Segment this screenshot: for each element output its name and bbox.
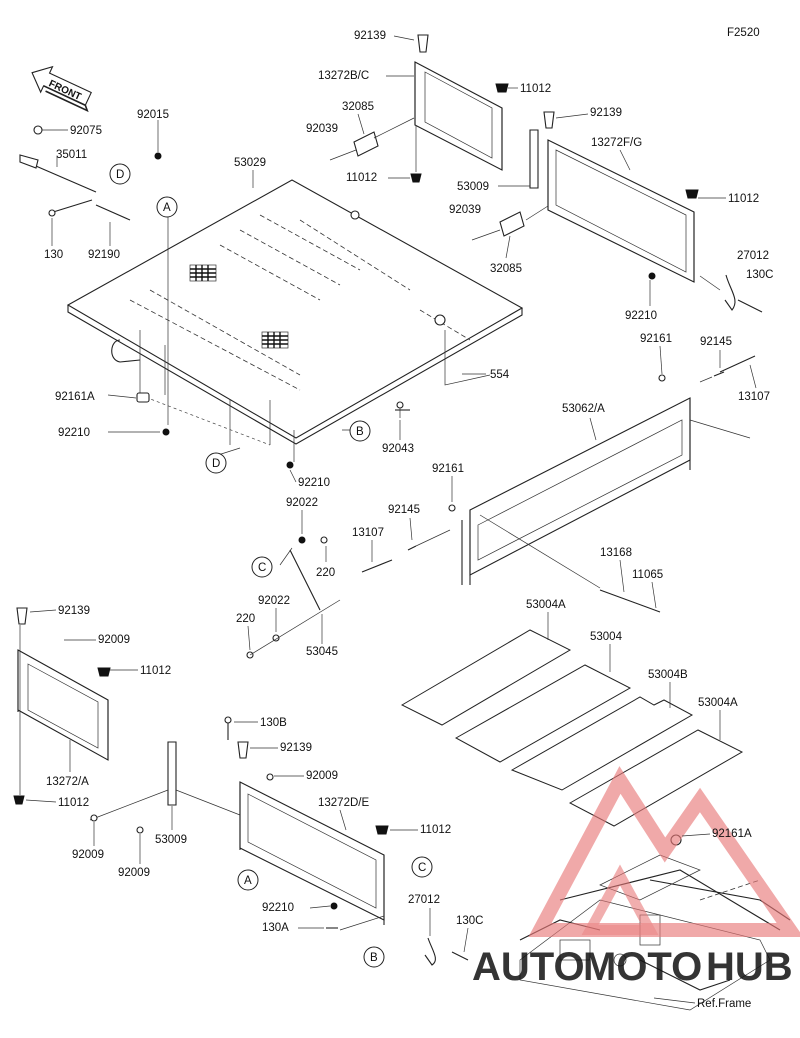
label-13107-b: 13107 [352,527,384,539]
label-92145: 92145 [700,336,732,348]
part-labels: 92139 13272B/C 11012 32085 92039 11012 9… [25,30,774,1010]
svg-text:D: D [212,458,220,470]
label-130c: 130C [746,269,774,281]
svg-text:B: B [356,426,364,438]
svg-text:A: A [244,875,252,887]
label-53045: 53045 [306,646,338,658]
watermark-text-1: AUTO [472,945,585,989]
label-130: 130 [44,249,63,261]
side-panel-bc [329,34,509,183]
side-panel-a [13,607,241,834]
callout-a-bottom: A [237,869,259,891]
label-92139: 92139 [354,30,386,42]
left-rod-assembly [19,120,162,221]
label-92145-b: 92145 [388,504,420,516]
label-53009: 53009 [457,181,489,193]
label-92022-b: 92022 [258,595,290,607]
callout-b-mid: B [349,420,371,442]
label-32085-r: 32085 [490,263,522,275]
label-92009-bl3: 92009 [118,867,150,879]
figure-code: F2520 [727,27,760,39]
svg-text:D: D [116,169,124,181]
callout-d-mid: D [205,452,227,474]
label-92009-bl: 92009 [98,634,130,646]
label-13107: 13107 [738,391,770,403]
label-53009-bl: 53009 [155,834,187,846]
watermark-text-3: HUB [706,945,793,989]
label-11012-bm: 11012 [420,824,451,836]
label-92210-left: 92210 [58,427,90,439]
label-53004: 53004 [590,631,623,643]
label-92075: 92075 [70,125,102,137]
label-53029: 53029 [234,157,266,169]
svg-text:B: B [370,952,378,964]
bed-small-parts [136,373,486,469]
watermark-text-2: MOTO [583,945,702,989]
front-arrow-icon: FRONT [31,65,92,113]
label-92139-r: 92139 [590,107,622,119]
floor-mats [400,629,744,827]
label-92139-bm: 92139 [280,742,312,754]
label-11012-r: 11012 [728,193,759,205]
label-92022-a: 92022 [286,497,318,509]
svg-text:A: A [163,202,171,214]
label-11012: 11012 [520,83,551,95]
label-11012-bl2: 11012 [58,797,89,809]
svg-text:C: C [258,562,266,574]
bed-panel [66,179,524,446]
label-53004b: 53004B [648,669,688,681]
callout-b-bottom: B [363,946,385,968]
label-92139-bl: 92139 [58,605,90,617]
label-130b: 130B [260,717,287,729]
label-92210-r: 92210 [625,310,657,322]
label-92009-bm: 92009 [306,770,338,782]
label-92190: 92190 [88,249,120,261]
callout-a-top: A [156,196,178,218]
label-92210-bm: 92210 [262,902,294,914]
label-92039: 92039 [306,123,338,135]
callout-c-bottom: C [411,856,433,878]
label-53004a-2: 53004A [698,697,738,709]
label-11012-mid: 11012 [346,172,377,184]
label-92015: 92015 [137,109,169,121]
label-92009-bl2: 92009 [72,849,104,861]
label-35011: 35011 [56,149,87,161]
label-53004a-1: 53004A [526,599,566,611]
callout-c-mid: C [251,556,273,578]
label-92039-r: 92039 [449,204,481,216]
label-554: 554 [490,369,510,381]
label-13272fg: 13272F/G [591,137,642,149]
label-92210-bottom: 92210 [298,477,330,489]
label-13168: 13168 [600,547,632,559]
label-92043: 92043 [382,443,414,455]
watermark-logo: AUTO MOTO HUB [472,766,800,989]
label-92161a: 92161A [55,391,95,403]
label-32085: 32085 [342,101,374,113]
label-11065: 11065 [632,569,663,581]
label-27012-bm: 27012 [408,894,440,906]
label-27012: 27012 [737,250,769,262]
label-220-a: 220 [316,567,335,579]
label-53062a: 53062/A [562,403,605,415]
label-11012-bl: 11012 [140,665,171,677]
cable [246,536,341,659]
label-220-b: 220 [236,613,255,625]
label-92161a-bm: 92161A [712,828,752,840]
label-13272de: 13272D/E [318,797,369,809]
tailgate [361,355,756,613]
side-panel-fg [471,111,763,313]
label-ref-frame: Ref.Frame [697,998,751,1010]
svg-text:C: C [418,862,426,874]
label-130a: 130A [262,922,289,934]
label-92161: 92161 [640,333,672,345]
callout-d-top: D [109,163,131,185]
label-13272bc: 13272B/C [318,70,369,82]
label-92161-b: 92161 [432,463,464,475]
label-130c-bm: 130C [456,915,484,927]
side-panel-de [224,716,469,966]
label-13272a: 13272/A [46,776,89,788]
